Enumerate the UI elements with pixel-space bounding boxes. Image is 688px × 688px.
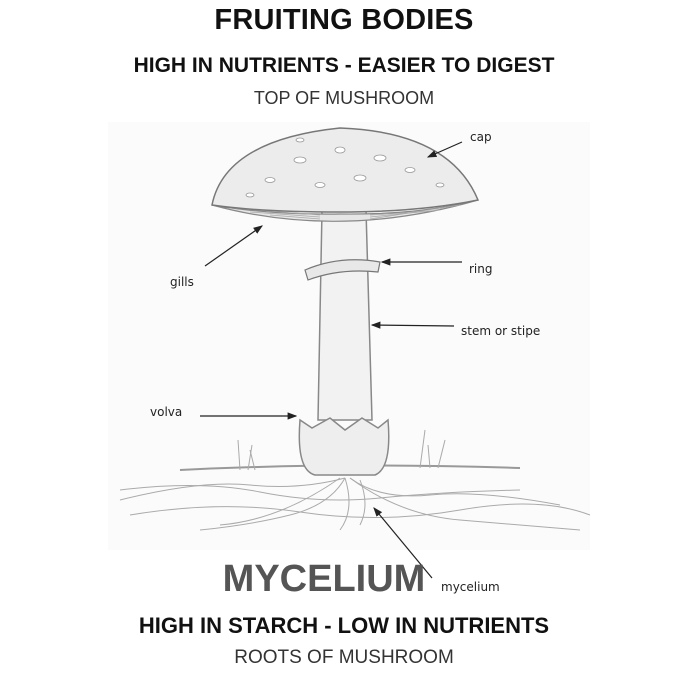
mycelium-caption: ROOTS OF MUSHROOM [234, 647, 454, 668]
gills-label: gills [170, 275, 194, 289]
fruiting-bodies-title: FRUITING BODIES [214, 4, 474, 36]
fruiting-bodies-subtitle: HIGH IN NUTRIENTS - EASIER TO DIGEST [133, 54, 555, 77]
cap-label: cap [470, 130, 492, 144]
fruiting-bodies-caption: TOP OF MUSHROOM [253, 88, 435, 108]
ring-label: ring [469, 262, 493, 276]
mycelium-threads-icon [119, 477, 591, 531]
stem-label: stem or stipe [461, 324, 541, 338]
mycelium-label: mycelium [441, 580, 500, 594]
volva-label: volva [150, 405, 183, 419]
mycelium-subtitle: HIGH IN STARCH - LOW IN NUTRIENTS [138, 613, 550, 638]
mycelium-title: MYCELIUM [222, 558, 426, 600]
